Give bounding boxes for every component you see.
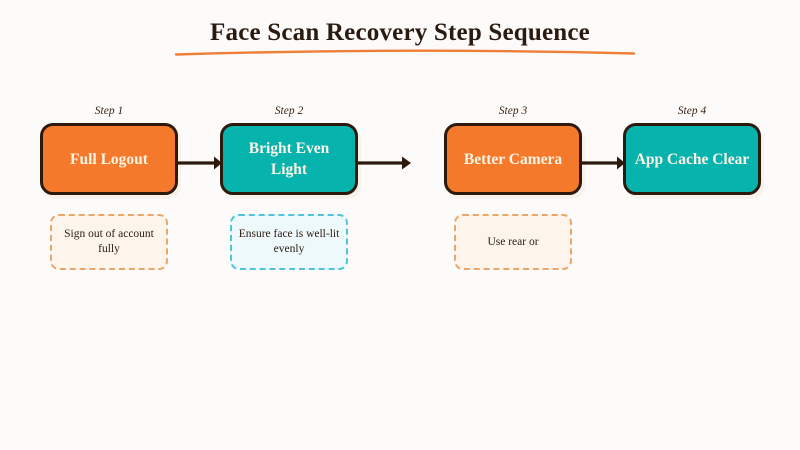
note-box-2: Ensure face is well-lit evenly (230, 214, 348, 270)
step-group-2: Step 2 Bright Even Light (220, 104, 358, 195)
arrow-step1-to-step2 (176, 156, 222, 170)
title-underline (174, 49, 636, 56)
note-box-3: Use rear or (454, 214, 572, 270)
arrow-step3-to-step4 (581, 156, 625, 170)
step-box-title-3: Better Camera (463, 150, 563, 168)
note-text-2: Ensure face is well-lit evenly (238, 228, 340, 255)
step-label-4: Step 4 (677, 105, 707, 117)
page-title: Face Scan Recovery Step Sequence (210, 19, 590, 46)
note-text-3: Use rear or (487, 235, 539, 248)
note-box-1: Sign out of account fully (50, 214, 168, 270)
step-label-2: Step 2 (274, 105, 304, 117)
arrow-step2-to-step3 (357, 156, 411, 170)
step-group-4: Step 4 App Cache Clear (623, 104, 761, 195)
note-text-1: Sign out of account fully (64, 228, 154, 255)
step-box-title-4: App Cache Clear (634, 150, 750, 168)
step-box-4[interactable]: App Cache Clear (623, 123, 761, 195)
title-block: Face Scan Recovery Step Sequence (0, 18, 800, 48)
step-box-1[interactable]: Full Logout (40, 123, 178, 195)
step-box-title-2: Bright Even Light (248, 140, 330, 178)
step-box-2[interactable]: Bright Even Light (220, 123, 358, 195)
step-label-3: Step 3 (498, 105, 528, 117)
step-group-1: Step 1 Full Logout (40, 104, 178, 195)
step-box-title-1: Full Logout (70, 150, 148, 168)
step-label-1: Step 1 (94, 105, 124, 117)
step-group-3: Step 3 Better Camera (444, 104, 582, 195)
step-box-3[interactable]: Better Camera (444, 123, 582, 195)
